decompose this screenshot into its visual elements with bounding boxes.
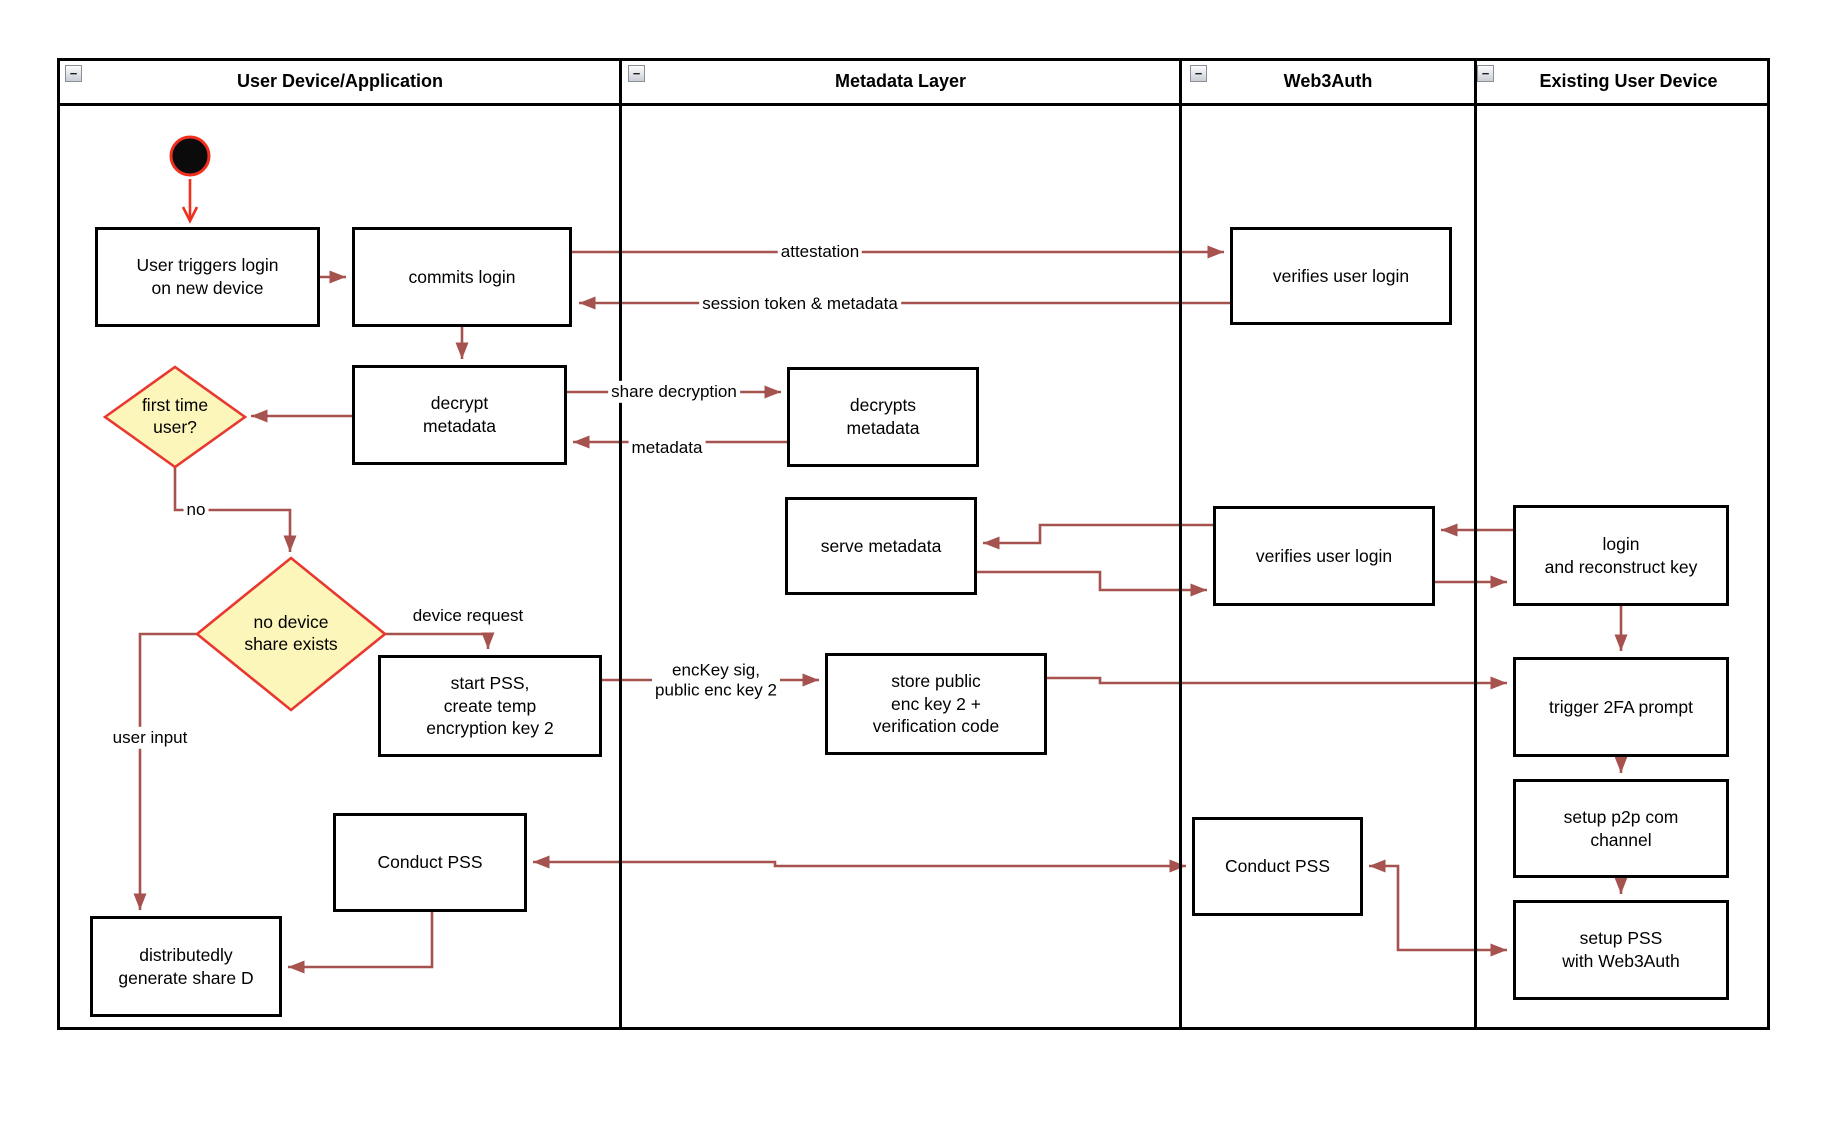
lane-header-user-device[interactable]: User Device/Application [236,70,444,91]
edge-no-branch [173,467,297,552]
lane-header-metadata-layer[interactable]: Metadata Layer [834,70,967,91]
node-decrypts-metadata[interactable]: decrypts metadata [787,367,979,467]
edge-label-enckey: encKey sig, public enc key 2 [652,659,780,703]
collapse-icon[interactable]: − [65,65,82,82]
collapse-icon[interactable]: − [1190,65,1207,82]
decision-no-device-share-label: no device share exists [244,612,338,654]
decision-first-time-user[interactable] [102,365,248,469]
node-commits-login[interactable]: commits login [352,227,572,327]
edge-conduct-pss-long [533,855,1186,873]
lane-divider-3 [1474,58,1477,1030]
node-verifies-user-login-1[interactable]: verifies user login [1230,227,1452,325]
edge-label-attestation: attestation [777,240,863,264]
node-conduct-pss-web3auth[interactable]: Conduct PSS [1192,817,1363,916]
collapse-icon[interactable]: − [1477,65,1494,82]
node-serve-metadata[interactable]: serve metadata [785,497,977,595]
edge-label-no: no [183,498,209,522]
edge-label-user-input: user input [109,726,191,750]
node-setup-pss[interactable]: setup PSS with Web3Auth [1513,900,1729,1000]
decision-no-device-share[interactable] [194,556,388,712]
lane-header-web3auth[interactable]: Web3Auth [1283,70,1373,91]
edge-label-metadata: metadata [628,436,706,460]
edge-user-input [133,632,197,910]
node-user-triggers-login[interactable]: User triggers login on new device [95,227,320,327]
edge-label-device-request: device request [409,604,527,628]
decision-first-time-user-label: first time user? [141,395,209,437]
node-setup-p2p[interactable]: setup p2p com channel [1513,779,1729,878]
edge-conduct-to-distributedly [288,912,434,974]
edge-conduct-setup-pss [1369,859,1507,957]
node-trigger-2fa[interactable]: trigger 2FA prompt [1513,657,1729,757]
start-node[interactable] [169,135,211,177]
lane-header-existing-device[interactable]: Existing User Device [1539,70,1718,91]
node-store-public-enc[interactable]: store public enc key 2 + verification co… [825,653,1047,755]
edge-verifies2-to-serve [983,523,1213,550]
node-distributedly-generate[interactable]: distributedly generate share D [90,916,282,1017]
lane-divider-2 [1179,58,1182,1030]
node-start-pss[interactable]: start PSS, create temp encryption key 2 [378,655,602,757]
edge-label-share-decryption: share decryption [608,380,740,404]
node-login-reconstruct[interactable]: login and reconstruct key [1513,505,1729,606]
lane-divider-1 [619,58,622,1030]
collapse-icon[interactable]: − [628,65,645,82]
node-verifies-user-login-2[interactable]: verifies user login [1213,506,1435,606]
edge-store-to-2fa [1047,676,1507,690]
node-conduct-pss-device[interactable]: Conduct PSS [333,813,527,912]
node-decrypt-metadata[interactable]: decrypt metadata [352,365,567,465]
pool-frame [57,58,1770,1030]
edge-device-request [385,632,495,649]
edge-label-session-token: session token & metadata [699,292,901,316]
header-divider [57,103,1770,106]
edge-serve-to-verifies2 [977,570,1207,597]
